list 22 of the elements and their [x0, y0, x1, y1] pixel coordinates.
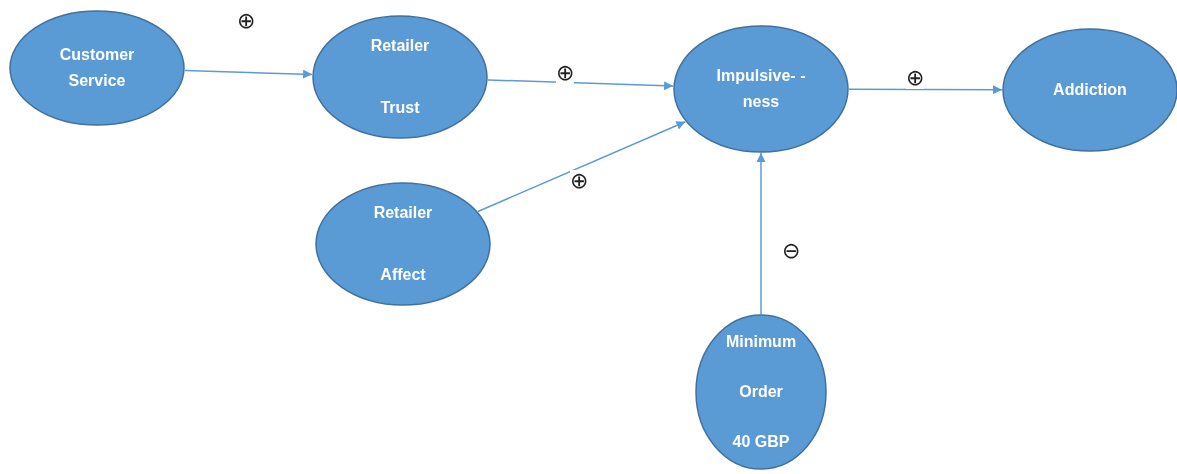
edge-label: ⊕ — [906, 67, 925, 89]
arrow — [184, 69, 313, 79]
arrow — [756, 152, 766, 315]
arrow — [487, 79, 674, 91]
edge-label: ⊕ — [556, 62, 575, 84]
node-label: Retailer Trust — [369, 36, 431, 118]
ellipse-node — [9, 10, 185, 126]
arrow — [477, 121, 687, 213]
node-label: Customer Service — [58, 45, 136, 91]
node-label: Addiction — [1052, 80, 1128, 100]
node-label: Impulsive- -ness — [716, 66, 806, 112]
node-label: Minimum Order — [724, 332, 798, 402]
edge-label: ⊕ — [570, 170, 589, 192]
ellipse-node — [312, 15, 488, 139]
ellipse-node — [673, 25, 849, 153]
edge-label: ⊕ — [237, 10, 256, 32]
arrow — [848, 85, 1003, 95]
node-label: Retailer Affect — [372, 203, 434, 285]
edge-label: ⊖ — [782, 240, 801, 262]
node-label: 40 GBP — [731, 432, 791, 452]
ellipse-node — [315, 182, 491, 306]
ellipse-node — [695, 314, 827, 470]
